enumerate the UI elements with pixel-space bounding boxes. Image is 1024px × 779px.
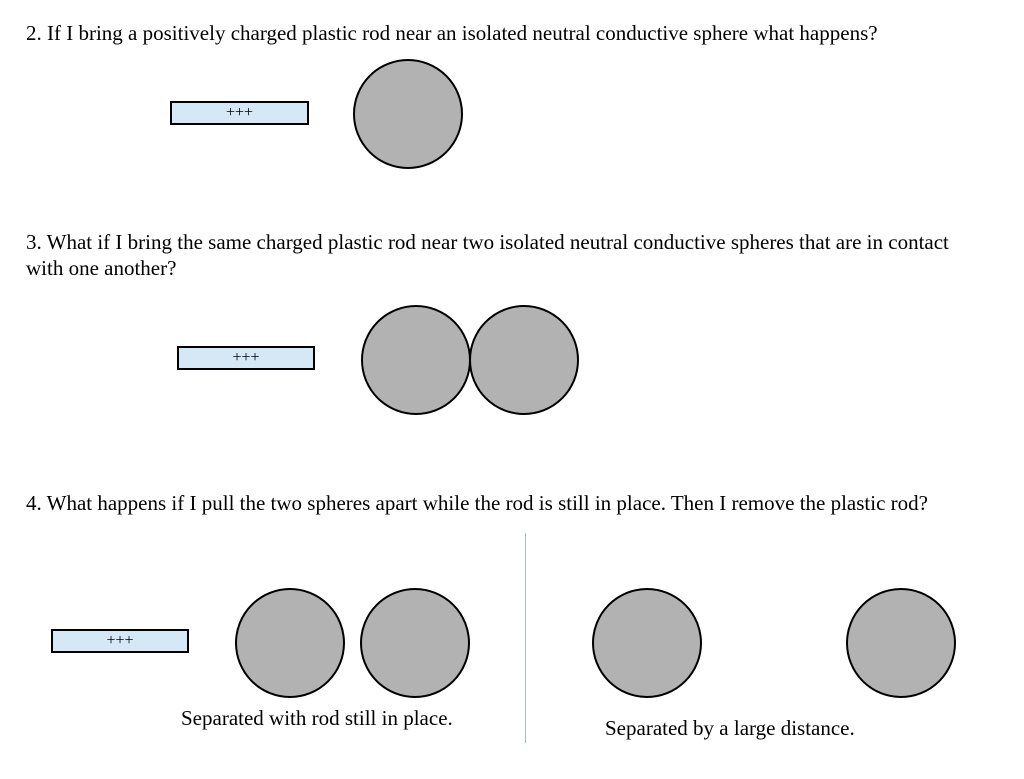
rod-charge-label: +++: [106, 632, 134, 649]
rod-charge-label: +++: [232, 349, 260, 366]
sphere-q4-right-a: [592, 588, 702, 698]
vertical-divider: [525, 533, 526, 743]
sphere-q4-left-a: [235, 588, 345, 698]
question-2-text: 2. If I bring a positively charged plast…: [26, 21, 878, 45]
charged-rod-q2: +++: [170, 101, 309, 125]
question-3-text: 3. What if I bring the same charged plas…: [26, 230, 949, 280]
sphere-q4-right-b: [846, 588, 956, 698]
rod-charge-label: +++: [225, 104, 254, 121]
sphere-q4-left-b: [360, 588, 470, 698]
charged-rod-q3: +++: [177, 346, 315, 370]
charged-rod-q4: +++: [51, 629, 189, 653]
caption-rod-in-place: Separated with rod still in place.: [181, 706, 453, 730]
question-4-text: 4. What happens if I pull the two sphere…: [26, 491, 928, 515]
caption-large-distance: Separated by a large distance.: [605, 716, 855, 740]
sphere-q2: [353, 59, 463, 169]
sphere-q3-right: [469, 305, 579, 415]
sphere-q3-left: [361, 305, 471, 415]
